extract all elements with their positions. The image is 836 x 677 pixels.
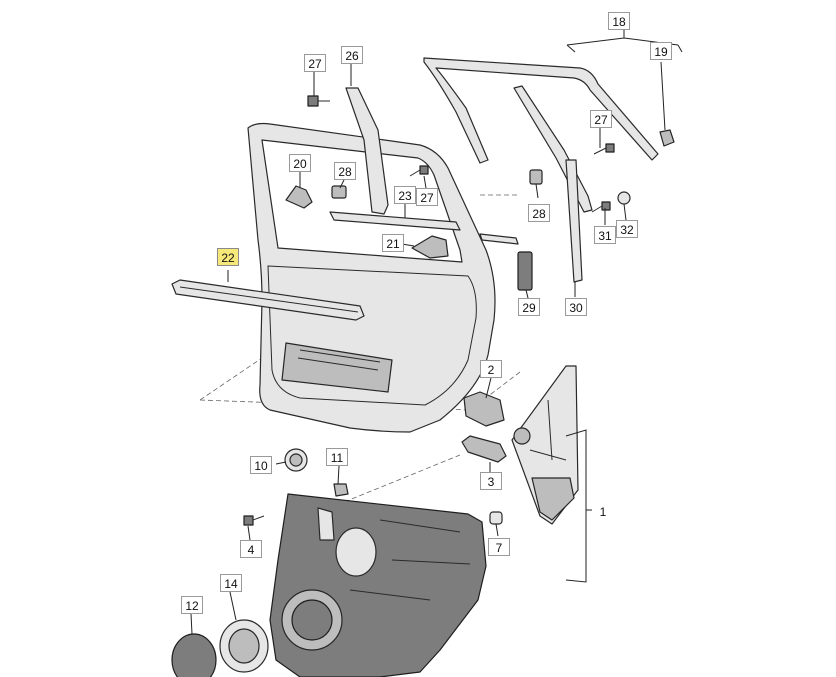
- seal-strip-right: [479, 233, 519, 245]
- screw-27-right: [593, 143, 615, 155]
- bolt-31: [591, 201, 611, 213]
- callout-28-left: 28: [334, 162, 356, 180]
- callout-27-mid: 27: [416, 188, 438, 206]
- clip-11: [333, 483, 349, 497]
- window-guide-30: [513, 85, 593, 283]
- trim-strip-22: [171, 279, 365, 321]
- screw-27-top: [307, 95, 330, 107]
- speaker-ring-14: [219, 619, 269, 673]
- callout-19: 19: [650, 42, 672, 60]
- callout-27-right: 27: [590, 110, 612, 128]
- callout-21: 21: [382, 234, 404, 252]
- callout-32: 32: [616, 220, 638, 238]
- washer-32: [617, 191, 631, 205]
- window-channel-18: [423, 57, 659, 164]
- door-module-carrier: [269, 493, 487, 677]
- callout-2: 2: [480, 360, 502, 378]
- callout-11: 11: [326, 448, 348, 466]
- callout-22: 22: [217, 248, 239, 266]
- nut-7: [489, 511, 503, 525]
- window-regulator-1: [511, 365, 579, 525]
- clip-28a: [331, 185, 347, 199]
- callout-18: 18: [608, 12, 630, 30]
- callout-10: 10: [250, 456, 272, 474]
- callout-4: 4: [240, 540, 262, 558]
- window-guide-26: [345, 87, 389, 215]
- callout-1: 1: [592, 502, 614, 520]
- motor-2: [463, 391, 505, 427]
- callout-31: 31: [594, 226, 616, 244]
- callout-20: 20: [289, 154, 311, 172]
- callout-12: 12: [181, 596, 203, 614]
- bracket-20: [285, 185, 313, 209]
- callout-23: 23: [394, 186, 416, 204]
- callout-30: 30: [565, 298, 587, 316]
- callout-29: 29: [518, 298, 540, 316]
- clip-19: [659, 129, 675, 147]
- clip-28b: [529, 169, 543, 185]
- callout-28-right: 28: [528, 204, 550, 222]
- callout-26: 26: [341, 46, 363, 64]
- callout-3: 3: [480, 472, 502, 490]
- callout-27-top: 27: [304, 54, 326, 72]
- cap-10-inner: [289, 453, 303, 467]
- damper-29: [517, 251, 533, 291]
- screw-27-mid: [409, 165, 429, 177]
- callout-7: 7: [488, 538, 510, 556]
- seal-strip-23: [329, 211, 461, 231]
- callout-14: 14: [220, 574, 242, 592]
- screw-4: [243, 515, 265, 526]
- bracket-21: [411, 235, 449, 259]
- handle-3: [461, 435, 507, 463]
- speaker-cover-12: [171, 633, 217, 677]
